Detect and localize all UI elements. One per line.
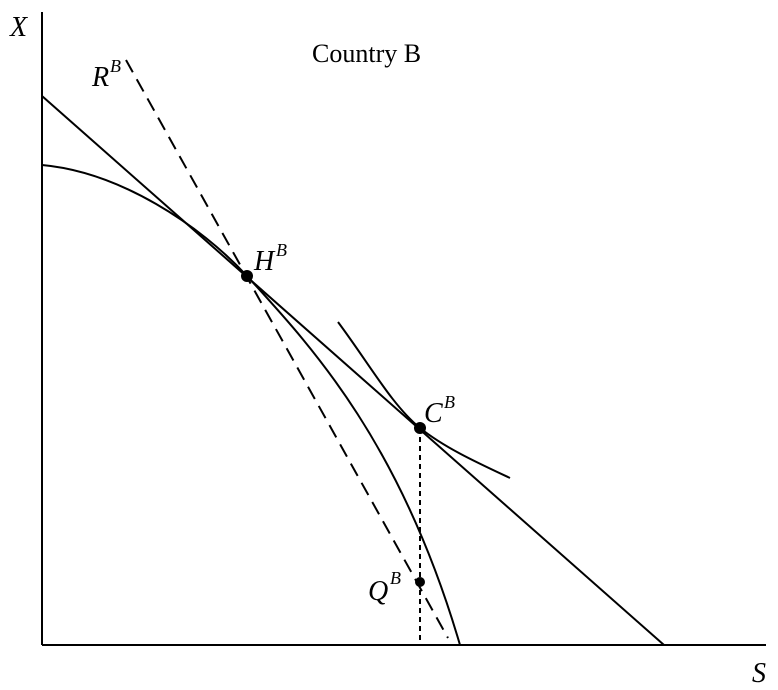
dashed-price-line-r [125,59,449,639]
world-price-line [41,95,665,646]
x-axis-label: S [752,658,766,689]
label-c-sup: B [444,392,455,412]
label-r: R B [91,56,121,93]
label-h-base: H [253,246,276,277]
production-possibility-frontier [41,164,461,646]
point-h [241,270,253,282]
label-c-base: C [424,398,443,429]
label-q-base: Q [368,576,388,607]
point-c [414,422,426,434]
y-axis-label: X [9,12,28,43]
label-h-sup: B [276,240,287,260]
label-q: Q B [368,568,401,607]
label-c: C B [424,392,455,429]
label-r-base: R [91,62,109,93]
label-q-sup: B [390,568,401,588]
diagram-title: Country B [312,39,421,68]
label-r-sup: B [110,56,121,76]
label-h: H B [253,240,287,277]
point-q [415,577,425,587]
